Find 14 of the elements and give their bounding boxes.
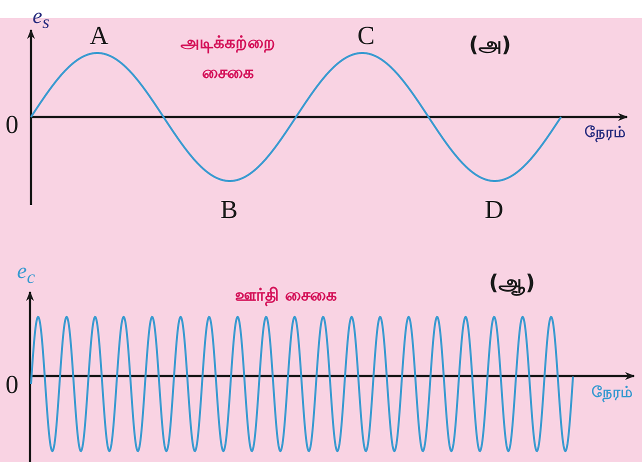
axis-label: e$_{s}$: [32, 2, 50, 34]
origin-label: 0: [6, 110, 18, 140]
origin-label: 0: [6, 370, 18, 400]
point-label: C: [357, 21, 375, 51]
panel-label: (அ): [468, 32, 512, 58]
point-label: D: [484, 195, 504, 225]
axis-label: நேரம்: [584, 123, 626, 143]
point-label: B: [220, 195, 238, 225]
panel-label: (ஆ): [488, 270, 536, 298]
axis-label: நேரம்: [592, 383, 632, 403]
point-label: A: [90, 21, 108, 51]
axis-label: e$_{c}$: [17, 258, 35, 288]
signal-label: ஊர்தி சைகை: [235, 286, 337, 306]
signal-label: அடிக்கற்றை சைகை: [180, 32, 276, 85]
